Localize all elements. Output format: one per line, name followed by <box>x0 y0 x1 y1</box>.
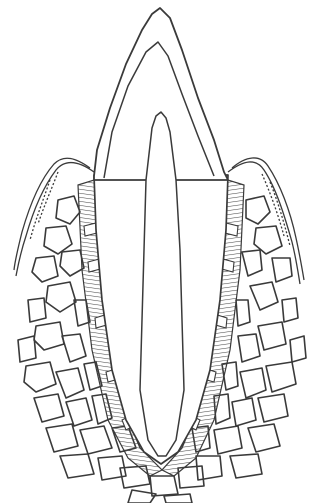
bone-trabecula <box>282 298 298 322</box>
bone-trabecula <box>60 250 84 276</box>
bone-trabecula <box>60 454 94 478</box>
bone-trabecula <box>46 424 78 452</box>
bone-trabecula <box>232 398 256 426</box>
bone-trabecula <box>246 196 270 224</box>
bone-trabecula <box>46 282 76 312</box>
bone-trabecula <box>56 368 84 398</box>
bone-trabecula <box>266 362 296 392</box>
bone-trabecula <box>28 298 46 322</box>
bone-trabecula <box>34 322 64 350</box>
bone-trabecula <box>290 336 306 362</box>
bone-trabecula <box>80 426 112 454</box>
bone-trabecula <box>240 368 266 398</box>
bone-trabecula <box>272 258 292 282</box>
bone-trabecula <box>238 334 260 362</box>
bone-trabecula <box>248 424 280 452</box>
bone-trabecula <box>34 394 64 422</box>
bone-trabecula <box>236 300 250 326</box>
bone-trabecula <box>32 256 58 282</box>
bone-trabecula <box>66 398 92 426</box>
bone-trabecula <box>230 454 262 478</box>
bone-trabecula <box>258 322 286 350</box>
bone-trabecula <box>24 362 56 392</box>
bone-trabecula <box>164 494 192 503</box>
bone-trabecula <box>62 334 86 362</box>
bone-trabecula <box>56 196 80 224</box>
bone-trabecula <box>250 282 278 310</box>
bone-trabecula <box>44 226 72 254</box>
bone-trabecula <box>214 426 242 454</box>
bone-trabecula <box>258 394 288 422</box>
bone-trabecula <box>196 456 222 480</box>
bone-trabecula <box>242 250 262 276</box>
